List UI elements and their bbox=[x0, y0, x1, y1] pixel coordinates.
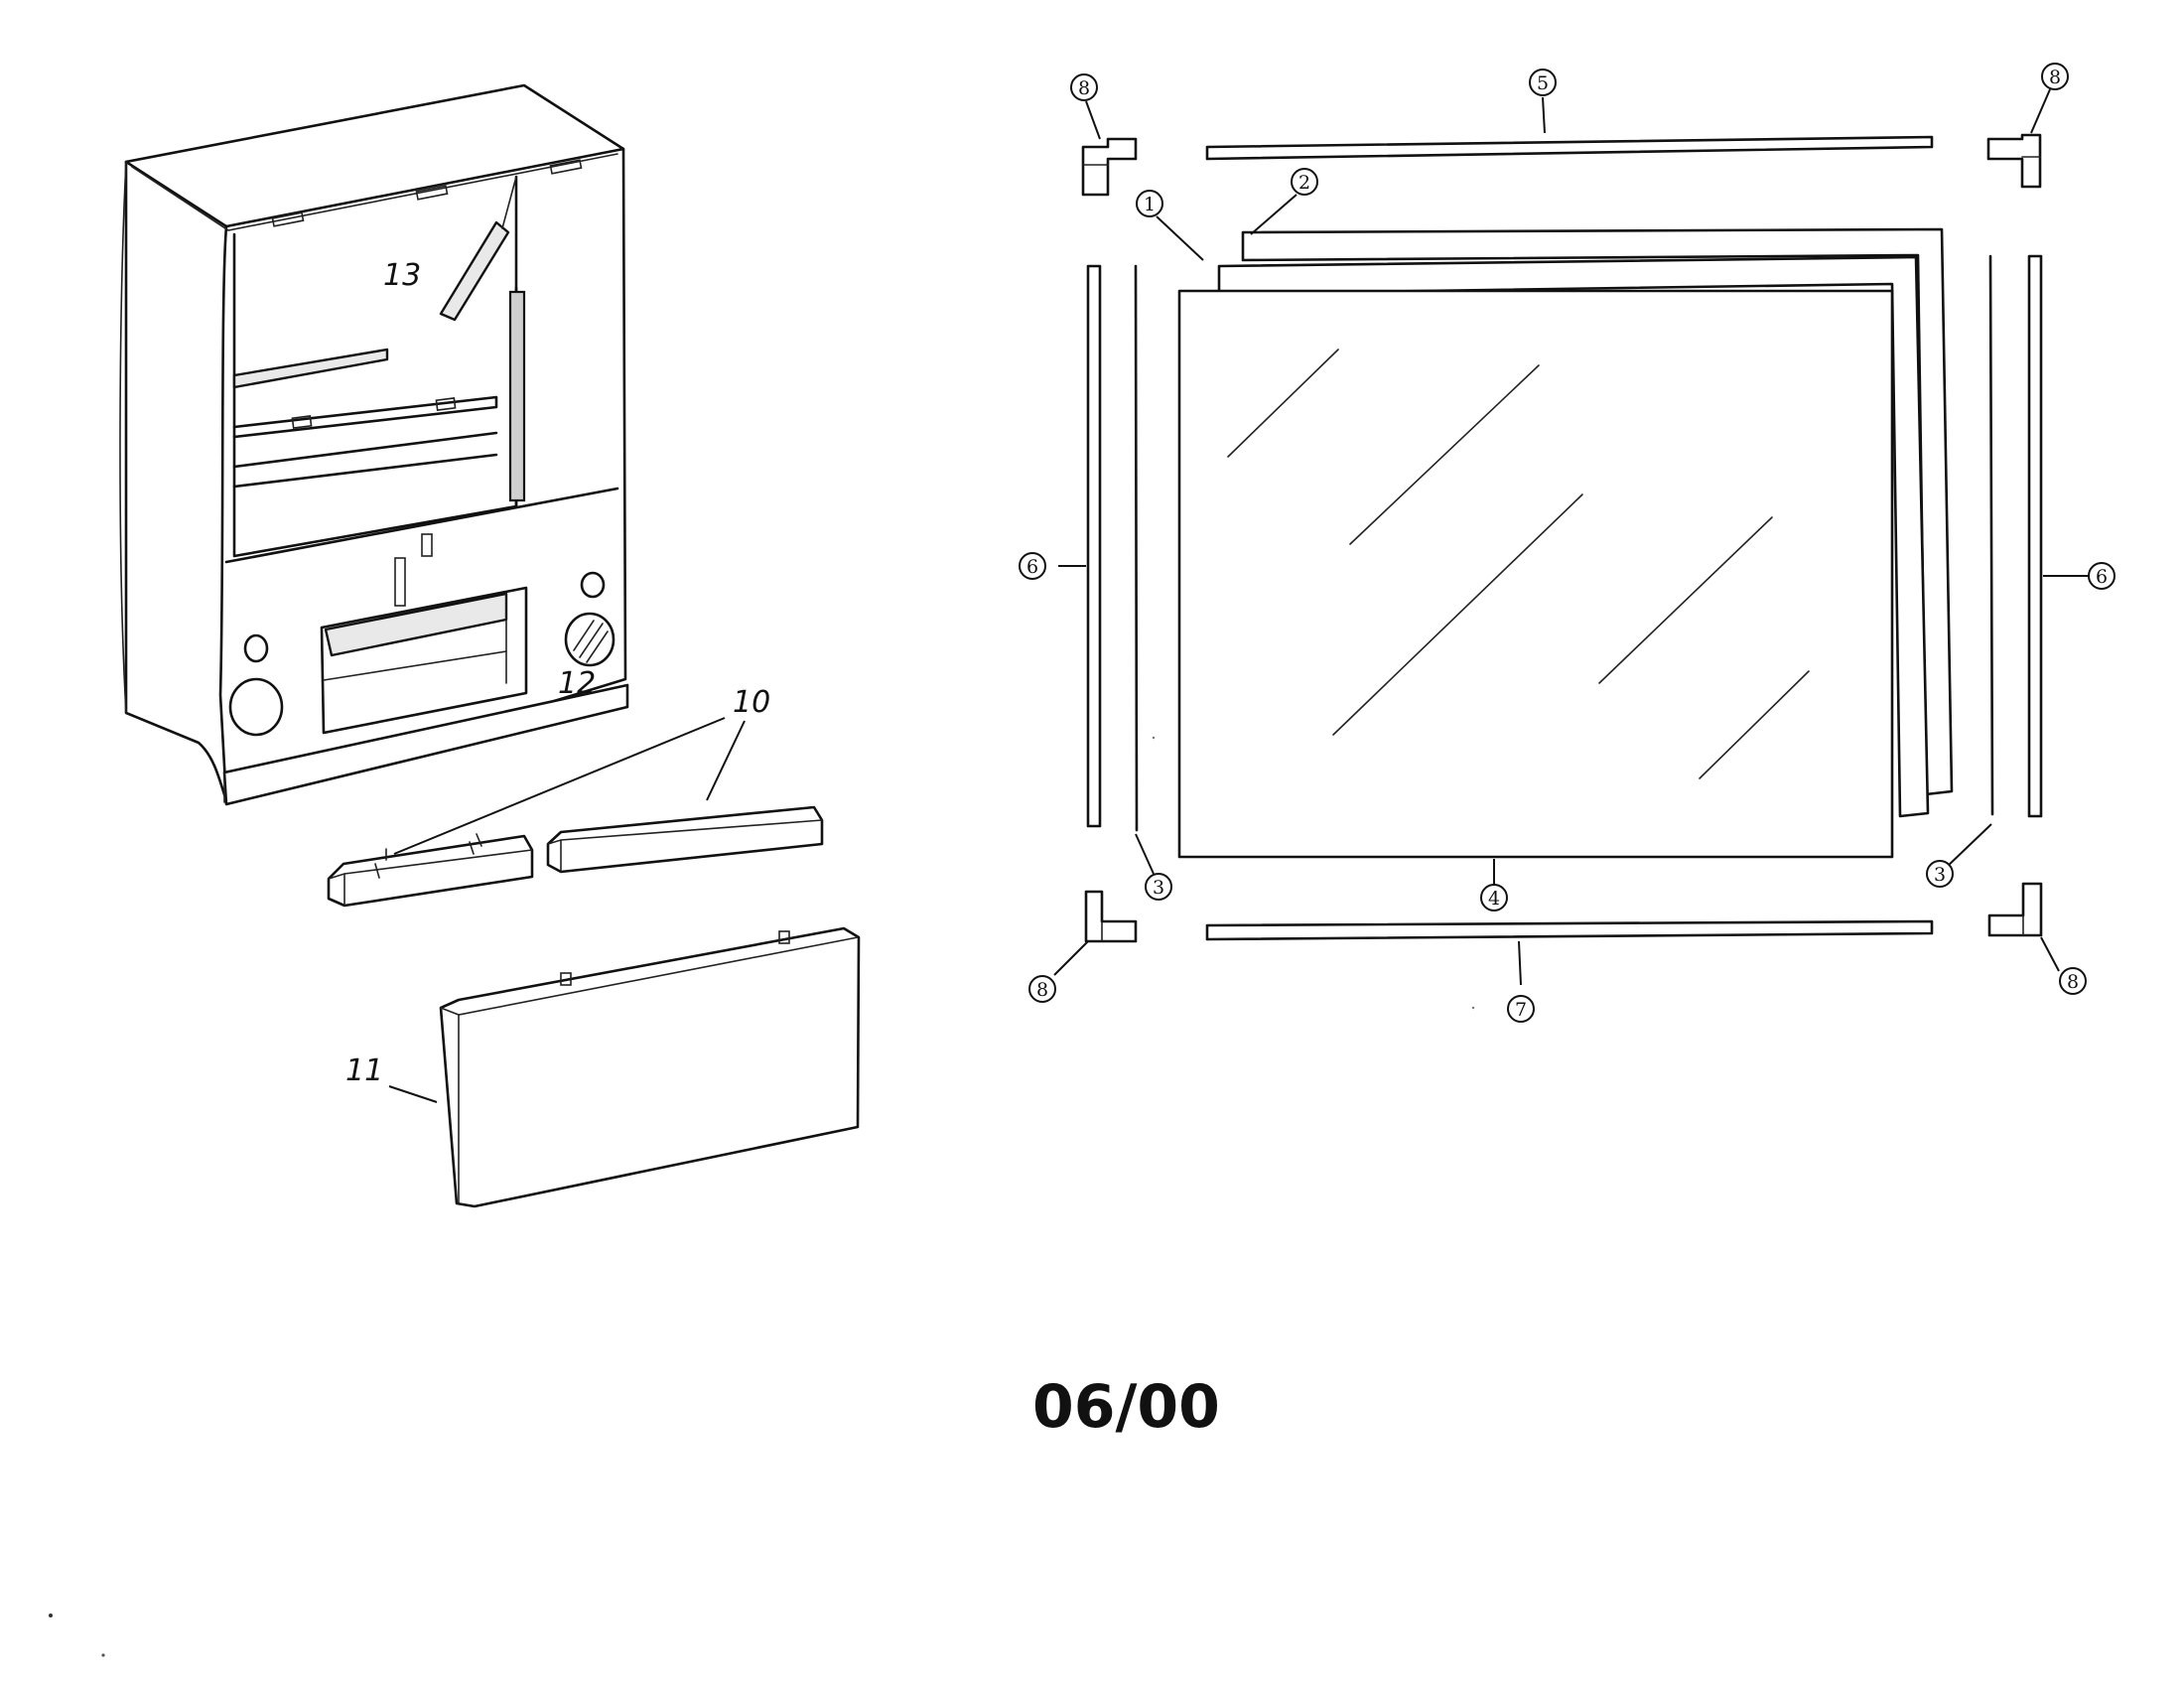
part-7-bottom-strip bbox=[1205, 919, 1934, 941]
part-11-front-panel bbox=[439, 926, 861, 1208]
svg-text:7: 7 bbox=[1515, 999, 1527, 1021]
label-12: 12 bbox=[558, 666, 596, 701]
callout-8-top-right: 8 bbox=[2041, 63, 2069, 90]
date-stamp: 06/00 bbox=[1032, 1372, 1220, 1442]
callout-8-bottom-right: 8 bbox=[2059, 967, 2087, 995]
callout-7: 7 bbox=[1507, 995, 1535, 1023]
callout-1: 1 bbox=[1136, 190, 1163, 217]
callout-4: 4 bbox=[1480, 884, 1508, 912]
callout-5: 5 bbox=[1529, 69, 1557, 96]
svg-text:4: 4 bbox=[1488, 888, 1500, 910]
label-11: 11 bbox=[345, 1053, 383, 1088]
label-13: 13 bbox=[383, 258, 421, 293]
window-frame-assembly: 1 2 5 8 8 6 6 3 bbox=[1019, 63, 2116, 1023]
part-6-right-strip bbox=[2027, 254, 2043, 818]
glass-reflections bbox=[1227, 349, 1810, 779]
callout-leaders bbox=[1053, 88, 2089, 986]
scan-speck bbox=[49, 1614, 53, 1617]
knob-right-small bbox=[580, 571, 606, 599]
scan-speck bbox=[1152, 736, 1156, 740]
callout-6-right: 6 bbox=[2088, 562, 2116, 590]
part-3-left-gasket bbox=[1134, 264, 1139, 832]
svg-text:8: 8 bbox=[1036, 979, 1048, 1001]
svg-text:1: 1 bbox=[1144, 194, 1156, 215]
svg-text:6: 6 bbox=[2096, 566, 2108, 588]
callout-6-left: 6 bbox=[1019, 552, 1046, 580]
scan-speck bbox=[1471, 1006, 1475, 1010]
handwritten-labels: 13 12 10 11 bbox=[345, 258, 770, 1103]
svg-text:3: 3 bbox=[1934, 864, 1946, 886]
svg-text:3: 3 bbox=[1153, 877, 1164, 899]
svg-text:2: 2 bbox=[1298, 172, 1310, 194]
cabinet-assembly bbox=[119, 83, 629, 806]
label-10: 10 bbox=[733, 685, 770, 720]
part-8-corner-top-left bbox=[1081, 137, 1138, 197]
part-13-rail bbox=[439, 220, 510, 322]
part-5-top-strip bbox=[1205, 135, 1934, 161]
svg-text:8: 8 bbox=[1078, 77, 1090, 99]
svg-text:6: 6 bbox=[1026, 556, 1038, 578]
part-6-left-strip bbox=[1086, 264, 1102, 828]
svg-text:5: 5 bbox=[1537, 72, 1549, 94]
part-10-brackets bbox=[327, 805, 824, 908]
cabinet-base bbox=[222, 683, 629, 806]
scan-speck bbox=[101, 1653, 105, 1657]
svg-text:8: 8 bbox=[2049, 67, 2061, 88]
knob-left-small bbox=[243, 633, 269, 663]
cabinet-control-panel bbox=[224, 487, 619, 564]
knob-left-large bbox=[228, 677, 284, 737]
part-4-glass-pane bbox=[1177, 289, 1894, 859]
svg-text:8: 8 bbox=[2067, 971, 2079, 993]
part-8-corner-top-right bbox=[1986, 133, 2042, 189]
callout-2: 2 bbox=[1291, 168, 1318, 196]
part-3-right-gasket bbox=[1988, 254, 1994, 816]
callout-8-top-left: 8 bbox=[1070, 73, 1098, 101]
callout-3-right: 3 bbox=[1926, 860, 1954, 888]
callout-8-bottom-left: 8 bbox=[1028, 975, 1056, 1003]
callout-3-left: 3 bbox=[1145, 873, 1172, 901]
part-8-corner-bottom-left bbox=[1084, 890, 1138, 943]
part-8-corner-bottom-right bbox=[1987, 882, 2043, 937]
cabinet-front-left-edge bbox=[218, 224, 228, 803]
part-12-knob bbox=[564, 612, 615, 667]
